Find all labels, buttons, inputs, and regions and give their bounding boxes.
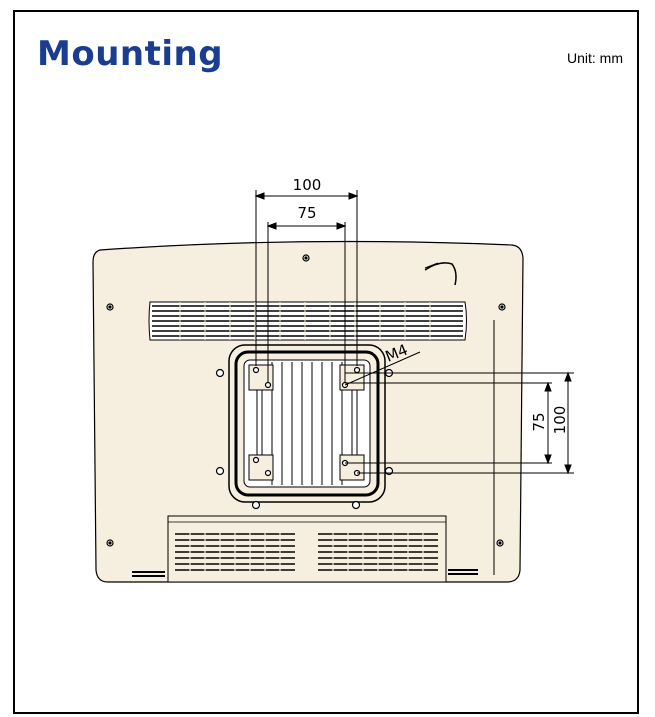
vesa-plate (215, 344, 394, 510)
screw-leader (344, 351, 421, 386)
width-dimensions (254, 190, 359, 382)
inner-width-label: 75 (297, 204, 316, 222)
inner-height-label: 75 (530, 412, 548, 431)
bottom-vent-area (132, 515, 478, 583)
top-vent-grille (148, 301, 467, 341)
height-dimensions (345, 371, 574, 475)
corner-screws (106, 254, 506, 580)
outer-height-label: 100 (551, 406, 569, 435)
outer-width-label: 100 (293, 176, 322, 194)
handle-icon (424, 262, 457, 286)
page-title: Mounting (37, 34, 224, 74)
unit-label: Unit: mm (567, 50, 623, 66)
